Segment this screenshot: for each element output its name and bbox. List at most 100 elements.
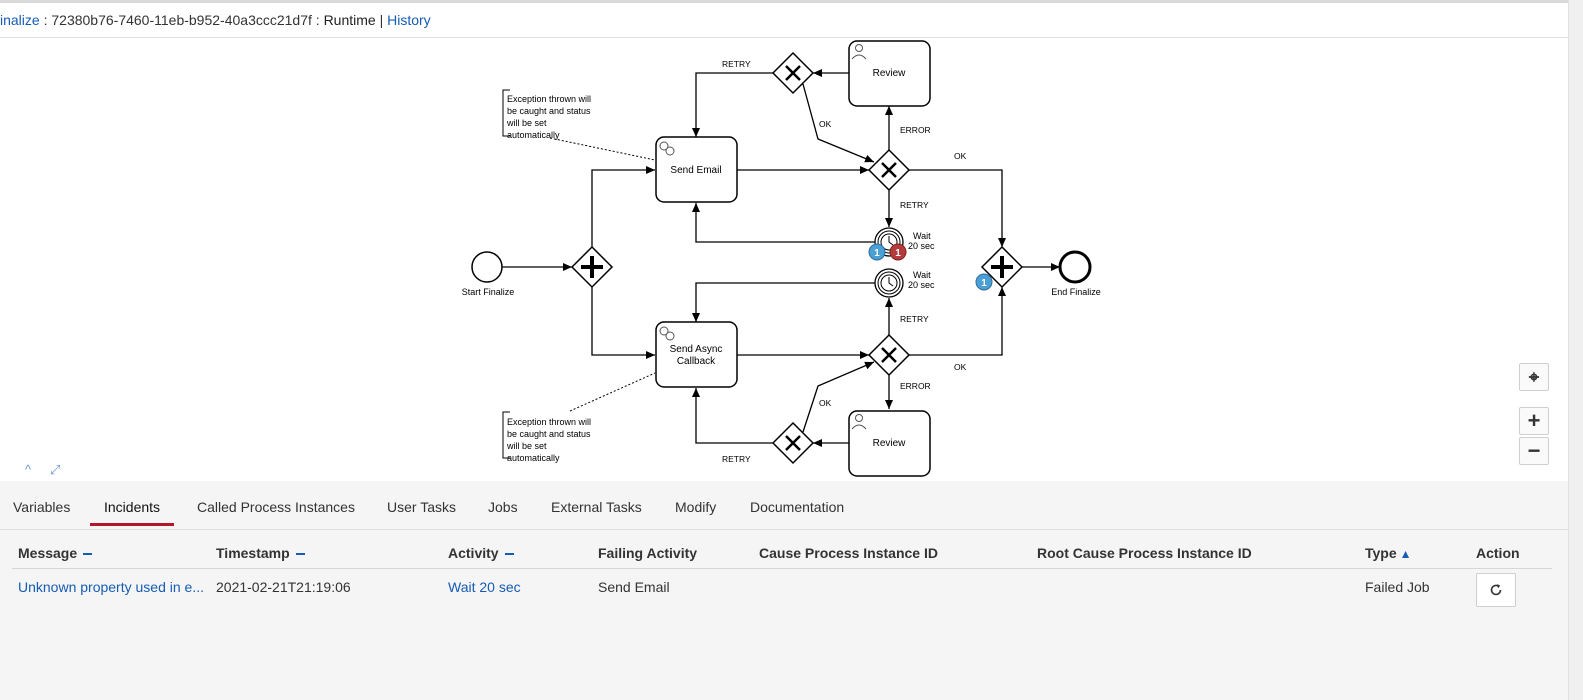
tab-incidents[interactable]: Incidents — [90, 482, 175, 526]
user-task-review-top-label: Review — [873, 68, 907, 79]
sort-remove-icon[interactable] — [504, 553, 514, 556]
collapse-diagram-icon[interactable]: ^ — [25, 462, 32, 477]
annotation-associations — [549, 137, 656, 412]
annotation-bottom-line: automatically — [507, 453, 560, 463]
column-type-label: Type — [1365, 545, 1397, 561]
tab-called-process-instances[interactable]: Called Process Instances — [197, 499, 355, 515]
timer-bottom-label-line: 20 sec — [908, 280, 935, 290]
badge-running-join[interactable]: 1 — [975, 273, 993, 291]
zoom-in-button[interactable]: + — [1519, 407, 1549, 435]
column-type[interactable]: Type▲ — [1359, 538, 1470, 569]
column-action: Action — [1470, 538, 1552, 569]
flow-label: OK — [819, 398, 832, 408]
annotation-top-line: Exception thrown will — [507, 94, 591, 104]
breadcrumb-instance-id: 72380b76-7460-11eb-b952-40a3ccc21d7f — [51, 12, 312, 28]
column-action-label: Action — [1476, 545, 1520, 561]
task-send-async-callback[interactable]: Send Async Callback — [655, 321, 738, 388]
user-task-person-icon — [851, 414, 867, 430]
incident-failing-activity: Send Email — [598, 579, 670, 595]
column-activity-label: Activity — [448, 545, 499, 561]
badge-incident-timer-count: 1 — [895, 248, 901, 259]
breadcrumb-history-link[interactable]: History — [387, 12, 431, 28]
column-message-label: Message — [18, 545, 78, 561]
user-task-review-bottom[interactable]: Review — [848, 410, 931, 477]
column-failing-activity[interactable]: Failing Activity — [592, 538, 753, 569]
expand-diagram-icon[interactable]: ⤢ — [50, 462, 61, 477]
tab-jobs[interactable]: Jobs — [488, 499, 518, 515]
tab-modify[interactable]: Modify — [675, 499, 717, 515]
incident-action-cell — [1470, 569, 1552, 616]
detail-tabs: Variables Incidents Called Process Insta… — [0, 482, 1568, 530]
incident-activity-link[interactable]: Wait 20 sec — [448, 579, 521, 595]
column-root-cause-id-label: Root Cause Process Instance ID — [1037, 545, 1252, 561]
annotation-bottom-line: be caught and status — [507, 429, 591, 439]
exclusive-gateway-bottom-retry[interactable] — [771, 421, 815, 465]
timer-event-bottom[interactable] — [874, 268, 904, 298]
annotation-brackets — [502, 89, 510, 459]
badge-running-timer[interactable]: 1 — [868, 243, 886, 261]
end-event-label: End Finalize — [1051, 287, 1101, 297]
zoom-out-button[interactable]: − — [1519, 437, 1549, 465]
retry-incident-button[interactable] — [1476, 573, 1516, 607]
table-header-row: Message Timestamp Activity Failing Activ… — [12, 538, 1552, 569]
minus-icon: − — [1527, 438, 1541, 463]
reset-zoom-button[interactable]: ⌖ — [1519, 363, 1549, 391]
sort-ascending-icon[interactable]: ▲ — [1399, 547, 1412, 561]
timer-top-label-line: 20 sec — [908, 241, 935, 251]
flow-label: ERROR — [900, 125, 931, 135]
clock-icon — [880, 233, 898, 251]
plus-icon: + — [1527, 408, 1541, 433]
start-event[interactable] — [471, 251, 503, 283]
annotation-top-line: automatically — [507, 130, 560, 140]
task-send-async-label: Callback — [677, 356, 716, 367]
annotation-bottom: Exception thrown will be caught and stat… — [506, 417, 594, 463]
user-task-review-bottom-label: Review — [873, 438, 907, 449]
tab-user-tasks[interactable]: User Tasks — [387, 499, 456, 515]
breadcrumb: inalize : 72380b76-7460-11eb-b952-40a3cc… — [0, 3, 1568, 38]
column-root-cause-id[interactable]: Root Cause Process Instance ID — [1031, 538, 1359, 569]
sort-remove-icon[interactable] — [295, 553, 305, 556]
breadcrumb-runtime: Runtime — [323, 12, 376, 28]
exclusive-gateway-top-retry[interactable] — [771, 51, 815, 95]
badge-running-timer-count: 1 — [874, 248, 880, 259]
flow-labels: RETRY OK ERROR OK RETRY RETRY OK ERROR O… — [722, 59, 967, 464]
tab-external-tasks[interactable]: External Tasks — [551, 499, 642, 515]
task-send-email-label: Send Email — [670, 165, 721, 176]
exclusive-gateway-top-result[interactable] — [867, 148, 911, 192]
parallel-gateway-join[interactable] — [980, 245, 1024, 289]
annotation-top: Exception thrown will be caught and stat… — [506, 94, 594, 140]
start-event-label: Start Finalize — [462, 287, 515, 297]
column-cause-id-label: Cause Process Instance ID — [759, 545, 938, 561]
bpmn-diagram: Exception thrown will be caught and stat… — [462, 40, 1101, 477]
incident-message-link[interactable]: Unknown property used in e... — [18, 579, 204, 595]
top-border — [0, 0, 1568, 3]
service-task-gear-icon — [659, 141, 675, 156]
service-task-gear-icon — [659, 326, 675, 341]
annotation-top-line: will be set — [506, 118, 547, 128]
incidents-table: Message Timestamp Activity Failing Activ… — [12, 538, 1552, 615]
column-cause-id[interactable]: Cause Process Instance ID — [753, 538, 1031, 569]
parallel-gateway-split[interactable] — [570, 245, 614, 289]
flow-label: ERROR — [900, 381, 931, 391]
incident-timestamp: 2021-02-21T21:19:06 — [216, 579, 351, 595]
user-task-review-top[interactable]: Review — [848, 40, 931, 107]
tab-documentation[interactable]: Documentation — [750, 499, 845, 515]
breadcrumb-process-link[interactable]: inalize — [0, 12, 40, 28]
column-timestamp[interactable]: Timestamp — [210, 538, 442, 569]
sequence-flows — [502, 69, 1060, 447]
crosshair-icon: ⌖ — [1528, 366, 1540, 387]
bpmn-canvas[interactable]: Exception thrown will be caught and stat… — [0, 38, 1568, 481]
timer-top-label: Wait 20 sec — [908, 231, 935, 251]
incident-root-cause-id — [1031, 569, 1359, 616]
tab-variables[interactable]: Variables — [13, 499, 71, 515]
end-event[interactable] — [1058, 250, 1092, 284]
sort-remove-icon[interactable] — [83, 553, 93, 556]
task-send-email[interactable]: Send Email — [655, 136, 738, 203]
refresh-icon — [1490, 584, 1502, 596]
column-message[interactable]: Message — [12, 538, 210, 569]
page-scrollbar[interactable] — [1568, 0, 1583, 700]
column-activity[interactable]: Activity — [442, 538, 592, 569]
breadcrumb-sep: : — [39, 12, 52, 28]
exclusive-gateway-bottom-result[interactable] — [867, 333, 911, 377]
badge-incident-timer[interactable]: 1 — [889, 243, 907, 261]
